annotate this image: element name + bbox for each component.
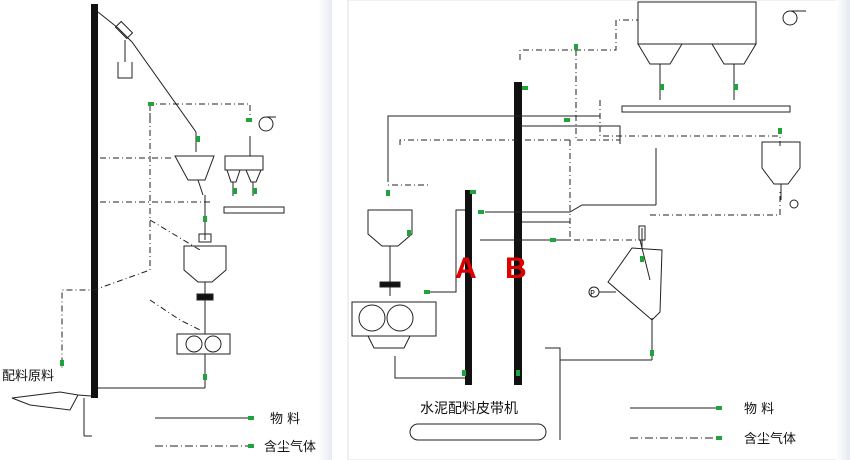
belt-conveyor-icon [409, 423, 547, 441]
valve-icon [114, 20, 134, 40]
right-panel-bg [347, 0, 850, 460]
label-a: A [455, 252, 477, 285]
right-panel [351, 1, 806, 441]
legend-gas-label-left: 含尘气体 [264, 439, 316, 455]
cyclone-right-icon [761, 141, 801, 185]
label-b: B [505, 252, 527, 285]
elevator-column-left [91, 4, 98, 398]
dust-collector-icon [224, 155, 264, 171]
feed-hopper-icon [11, 391, 79, 411]
legend-material-label-left: 物 料 [270, 412, 300, 427]
legend-gas-label-right: 含尘气体 [744, 431, 796, 447]
elevator-b [514, 82, 522, 385]
left-flow-markers [60, 102, 257, 448]
separator-right-icon [607, 247, 663, 321]
left-panel-bg [0, 0, 328, 460]
roller-press-icon [176, 333, 231, 355]
raw-material-label: 配料原料 [2, 369, 54, 384]
silo-icon [183, 245, 227, 283]
separator-icon [174, 155, 215, 181]
elevator-a [465, 190, 472, 385]
legend-material-label-right: 物 料 [744, 402, 774, 417]
top-conveyor-icon [621, 105, 791, 113]
silo-right-icon [367, 209, 413, 247]
bag-filter-icon [637, 1, 757, 45]
right-flow-markers [386, 44, 782, 440]
conveyor-icon [223, 206, 285, 214]
belt-label: 水泥配料皮带机 [420, 401, 518, 417]
pressure-symbol: P [590, 289, 595, 298]
